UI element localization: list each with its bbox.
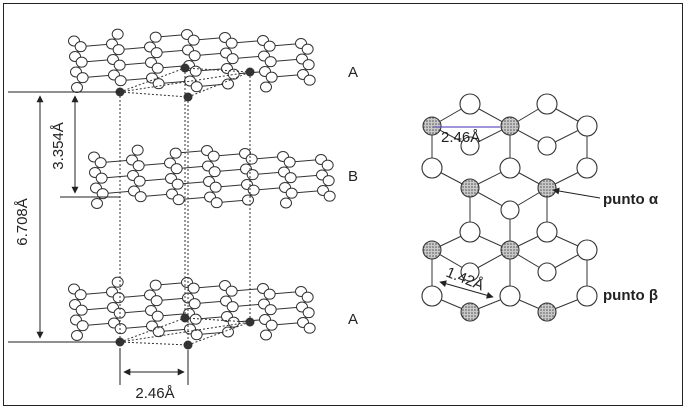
c-parameter-label: 6.708Å <box>14 198 31 246</box>
unit-cell-bottom <box>119 317 251 346</box>
figure-frame <box>3 3 683 406</box>
lattice-distance-label: 2.46Å <box>441 129 480 146</box>
layer-label-bottom: A <box>348 311 358 328</box>
c-parameter-dimension <box>8 91 120 343</box>
layer-a-top <box>68 28 316 93</box>
interlayer-distance-label: 3.354Å <box>50 122 67 170</box>
interlayer-dimension <box>60 95 120 198</box>
layer-label-middle: B <box>348 168 358 185</box>
layer-label-top: A <box>348 64 358 81</box>
layer-b-middle <box>88 144 336 209</box>
unit-cell-atoms <box>115 63 255 350</box>
top-view-lattice <box>421 93 598 322</box>
bond-length-arrow <box>439 280 494 299</box>
point-alpha-label: punto α <box>603 191 659 208</box>
unit-cell-top <box>119 67 251 98</box>
point-alpha-pointer <box>552 187 601 199</box>
stacking-lines <box>119 68 251 345</box>
layer-a-bottom <box>68 276 316 341</box>
a-parameter-dimension <box>119 348 189 385</box>
point-beta-label: punto β <box>603 287 658 304</box>
a-parameter-label: 2.46Å <box>135 385 174 402</box>
